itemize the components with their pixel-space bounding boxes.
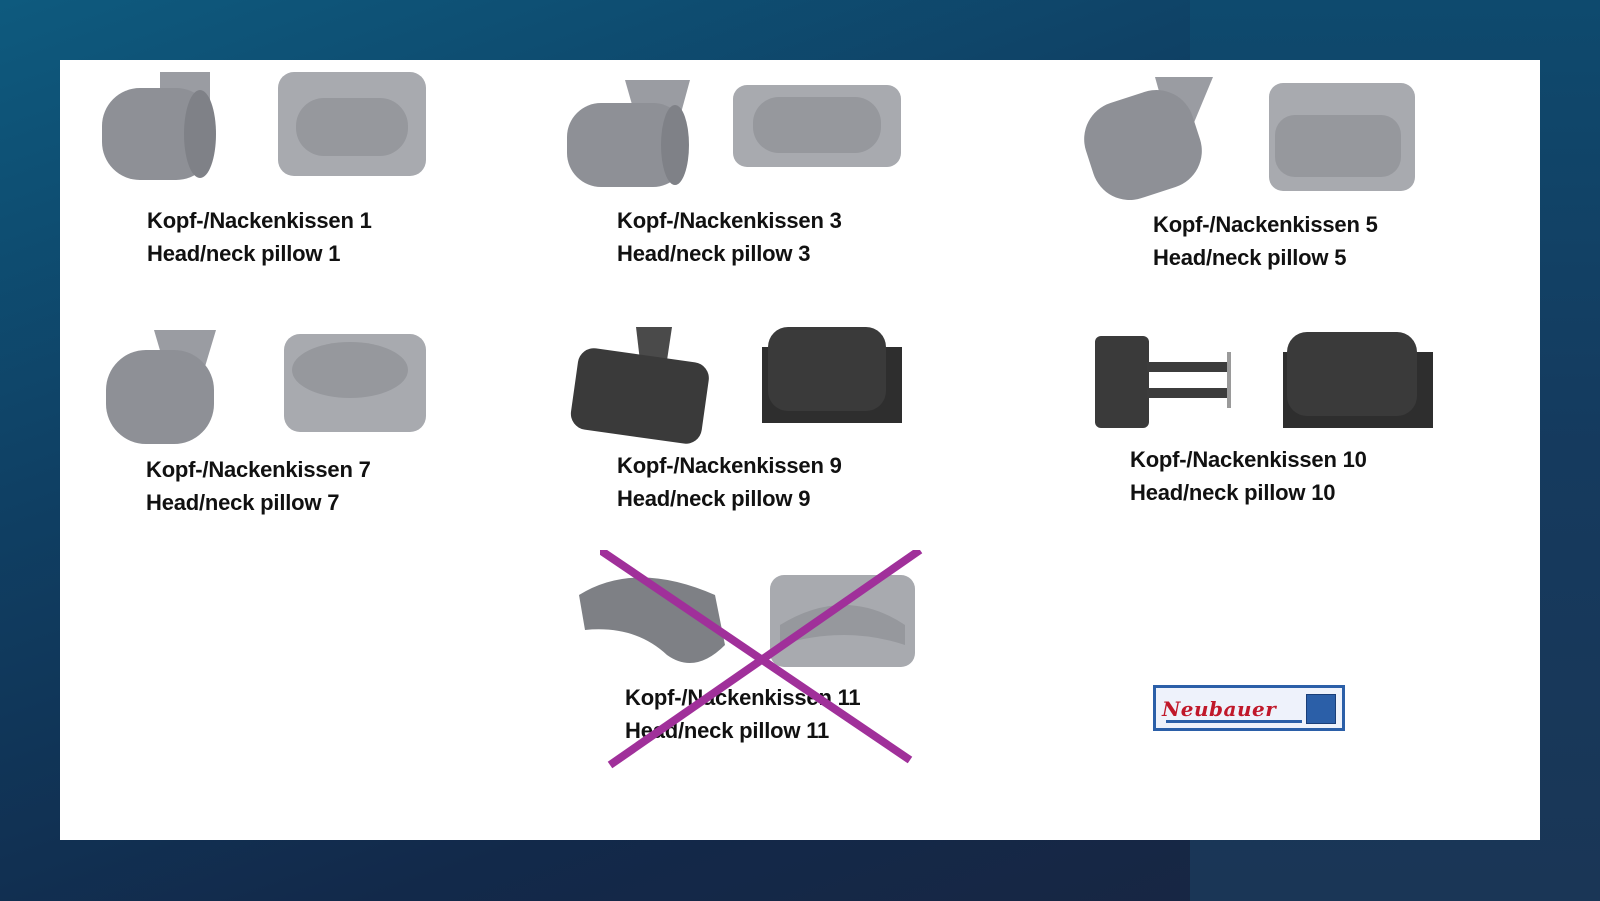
product-sheet: Kopf-/Nackenkissen 1 Head/neck pillow 1 … <box>60 60 1540 840</box>
pillow-1-label-en: Head/neck pillow 1 <box>147 241 341 266</box>
pillow-1-image <box>102 72 426 180</box>
brand-badge-icon <box>1306 694 1336 724</box>
pillow-5-label-en: Head/neck pillow 5 <box>1153 245 1347 270</box>
pillow-10-label-en: Head/neck pillow 10 <box>1130 480 1336 505</box>
pillow-3-label-de: Kopf-/Nackenkissen 3 <box>617 208 842 233</box>
pillow-1-label-de: Kopf-/Nackenkissen 1 <box>147 208 372 233</box>
brand-logo-text: Neubauer <box>1162 697 1277 721</box>
pillow-3-image <box>567 80 901 187</box>
pillow-5-image <box>1084 77 1415 200</box>
pillow-10-label-de: Kopf-/Nackenkissen 10 <box>1130 447 1367 472</box>
pillow-10-image <box>1095 332 1433 428</box>
pillow-7-label-en: Head/neck pillow 7 <box>146 490 340 515</box>
pillow-5-label-de: Kopf-/Nackenkissen 5 <box>1153 212 1378 237</box>
discontinued-cross-icon <box>600 550 923 769</box>
pillow-9-label-en: Head/neck pillow 9 <box>617 486 811 511</box>
pillow-9-image <box>570 327 902 444</box>
brand-logo: Neubauer <box>1153 685 1345 731</box>
pillow-3-label-en: Head/neck pillow 3 <box>617 241 811 266</box>
pillow-9-label-de: Kopf-/Nackenkissen 9 <box>617 453 842 478</box>
logo-underline <box>1166 720 1302 723</box>
pillow-11-image <box>579 575 915 667</box>
pillow-7-image <box>106 330 426 444</box>
pillow-7-label-de: Kopf-/Nackenkissen 7 <box>146 457 371 482</box>
